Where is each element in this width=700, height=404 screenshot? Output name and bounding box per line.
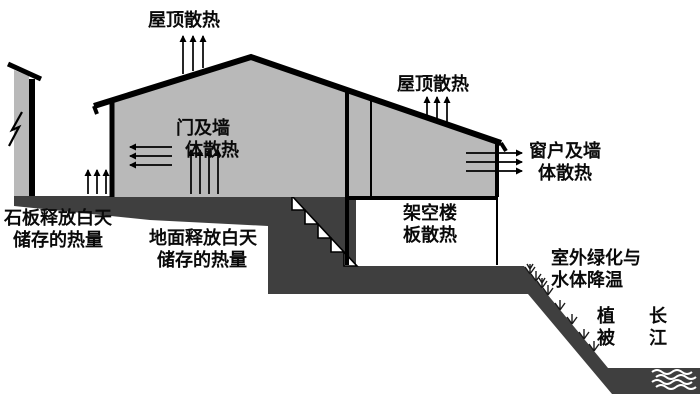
vegetation-icon [578,329,590,340]
label-slab-line1: 架空楼 [403,202,457,223]
roof-heat-arrows-right [423,96,451,124]
main-building-body [110,58,497,197]
door-wall-arrows [129,143,172,169]
label-stone-line1: 石板释放白天 [3,207,113,228]
vegetation-icon [588,341,600,352]
wave-icon [655,374,697,380]
stone-slab-arrows [84,169,110,194]
label-vegetation-char1: 植 [597,305,615,326]
label-roof-heat-right: 屋顶散热 [397,73,469,94]
ground-heat-arrows [187,149,222,194]
label-greening-line2: 水体降温 [551,269,623,290]
label-river-char2: 江 [649,328,667,348]
label-door-wall-line2: 体散热 [185,139,239,160]
label-greening-line1: 室外绿化与 [551,247,641,268]
vegetation-icon [536,277,548,289]
label-door-wall-line1: 门及墙 [176,117,230,138]
annex-roof-line [6,61,43,82]
window-wall-arrows [466,149,523,175]
label-ground-line2: 储存的热量 [156,249,247,270]
vegetation-icon [524,263,536,275]
roof-heat-arrows-left [179,35,207,74]
vegetation-cluster [524,263,600,352]
vegetation-icon [542,285,554,296]
wave-icon [655,384,697,390]
label-vegetation-char2: 被 [597,327,616,348]
river-waves [651,369,697,390]
label-roof-heat-left: 屋顶散热 [148,9,220,30]
wave-icon [651,379,693,385]
vegetation-icon [554,300,566,311]
vegetation-icon [530,271,542,282]
ground-mass [14,196,700,394]
main-roof-line [93,53,502,146]
stairs [291,193,359,267]
left-annex-body [14,70,29,196]
wave-icon [651,369,693,375]
left-eave-tick [92,105,99,115]
label-stone-line2: 储存的热量 [12,229,103,250]
label-window-wall-line1: 窗户及墙 [529,140,601,161]
label-river-char1: 长 [649,306,668,326]
right-eave-tick [499,141,508,153]
break-mark [8,111,23,147]
label-slab-line2: 板散热 [403,224,457,245]
label-window-wall-line2: 体散热 [538,162,592,183]
vegetation-icon [566,314,578,325]
label-ground-line1: 地面释放白天 [149,227,258,248]
